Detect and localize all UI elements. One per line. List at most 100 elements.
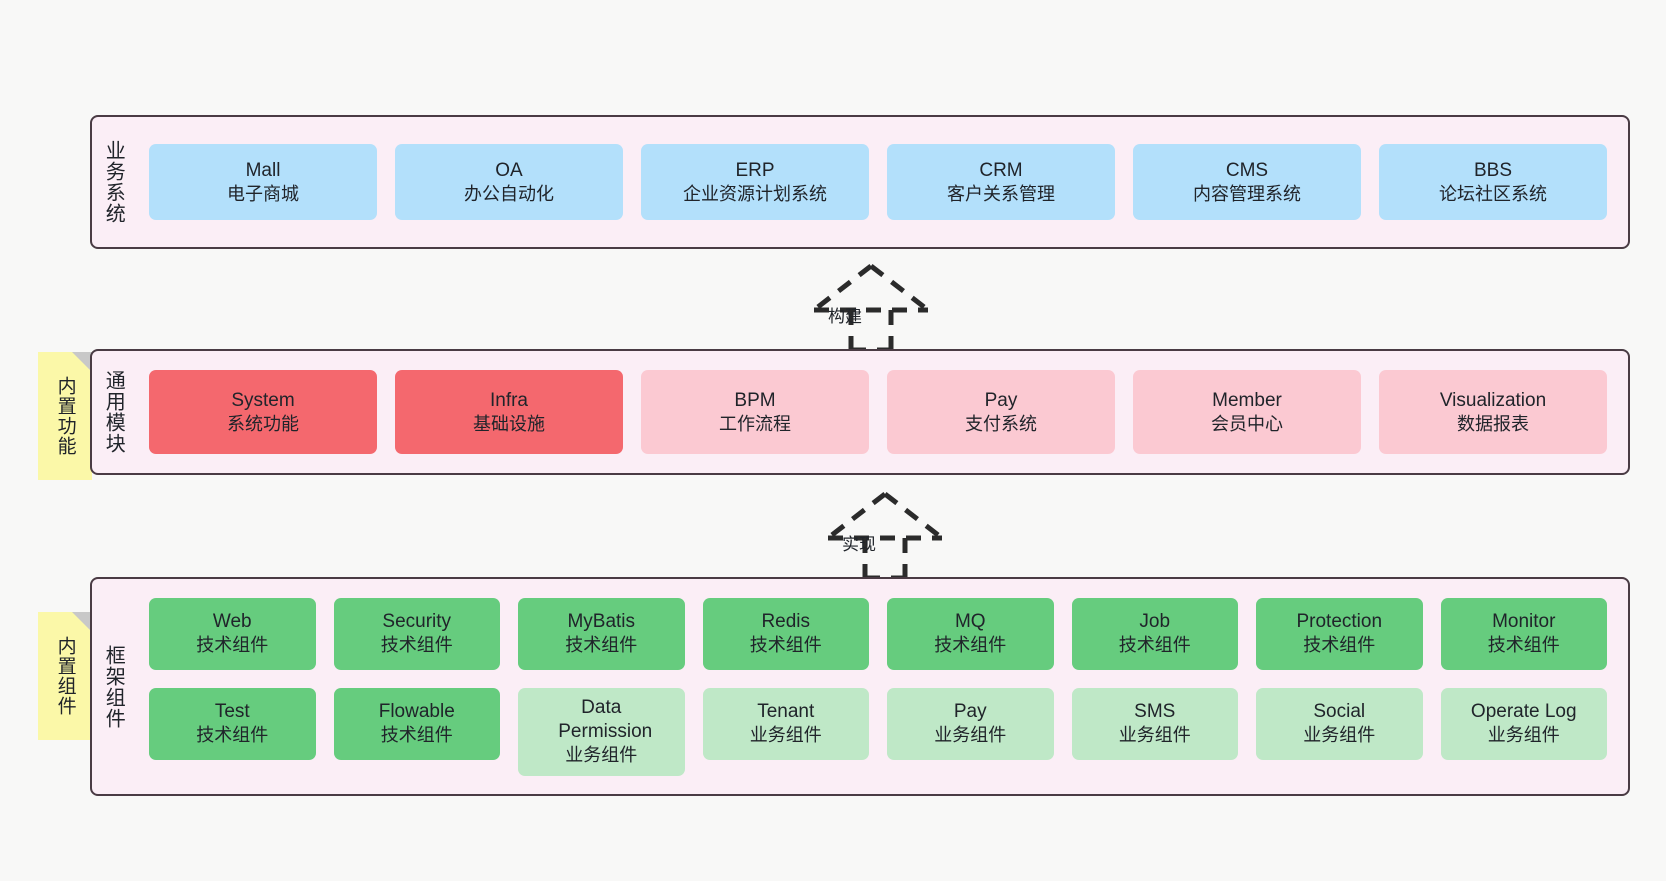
card-title: Pay — [984, 389, 1018, 411]
connector-build-label: 构建 — [828, 307, 862, 326]
card-title: SMS — [1134, 701, 1176, 723]
card-subtitle: 业务组件 — [1303, 725, 1376, 746]
card-sms[interactable]: SMS 业务组件 — [1071, 687, 1238, 760]
card-title: Pay — [953, 701, 987, 723]
card-subtitle: 电子商城 — [227, 183, 299, 204]
card-subtitle: 技术组件 — [1303, 635, 1376, 656]
card-monitor[interactable]: Monitor 技术组件 — [1440, 597, 1607, 670]
card-subtitle: 会员中心 — [1211, 413, 1283, 434]
card-subtitle: 业务组件 — [1487, 725, 1560, 746]
card-subtitle: 系统功能 — [227, 413, 299, 434]
card-mall[interactable]: Mall 电子商城 — [149, 144, 377, 220]
card-title: Mall — [245, 159, 281, 181]
card-subtitle: 工作流程 — [719, 413, 791, 434]
card-security[interactable]: Security 技术组件 — [333, 597, 500, 670]
business-cards-row: Mall 电子商城 OA 办公自动化 ERP 企业资源计划系统 CRM 客户关系… — [134, 117, 1628, 247]
card-bbs[interactable]: BBS 论坛社区系统 — [1379, 144, 1607, 220]
card-visualization[interactable]: Visualization 数据报表 — [1379, 370, 1607, 454]
card-bpm[interactable]: BPM 工作流程 — [641, 370, 869, 454]
card-title: CRM — [979, 159, 1023, 181]
card-job[interactable]: Job 技术组件 — [1071, 597, 1238, 670]
layer-title-business-systems: 业务系统 — [102, 140, 125, 224]
card-subtitle: 技术组件 — [565, 635, 638, 656]
card-title: ERP — [735, 159, 775, 181]
framework-business-row: Test 技术组件 Flowable 技术组件 Data Permission … — [140, 687, 1616, 776]
card-title: Monitor — [1492, 611, 1556, 633]
card-operate-log[interactable]: Operate Log 业务组件 — [1440, 687, 1607, 760]
card-subtitle: 业务组件 — [565, 745, 638, 766]
card-title: Social — [1313, 701, 1366, 723]
card-redis[interactable]: Redis 技术组件 — [702, 597, 869, 670]
card-title: Operate Log — [1470, 701, 1577, 723]
card-subtitle: 内容管理系统 — [1193, 183, 1301, 204]
layer-title-common-modules: 通用模块 — [102, 370, 125, 454]
card-web[interactable]: Web 技术组件 — [149, 597, 316, 670]
card-title: Security — [382, 611, 452, 633]
card-title: Test — [214, 701, 250, 723]
note-fold-corner-icon — [72, 612, 92, 632]
card-subtitle: 技术组件 — [934, 635, 1007, 656]
card-tenant[interactable]: Tenant 业务组件 — [702, 687, 869, 760]
layer-framework-components: 框架组件 Web 技术组件 Security 技术组件 MyBatis 技术组件… — [90, 577, 1630, 796]
card-mybatis[interactable]: MyBatis 技术组件 — [518, 597, 685, 670]
card-title: CMS — [1225, 159, 1269, 181]
connector-build: 构建 — [796, 262, 946, 352]
card-title: Tenant — [757, 701, 815, 723]
card-subtitle: 业务组件 — [1118, 725, 1191, 746]
card-title: Visualization — [1439, 389, 1547, 411]
card-title: Flowable — [378, 701, 455, 723]
layer-title-framework-components: 框架组件 — [102, 644, 125, 729]
card-subtitle: 技术组件 — [380, 635, 453, 656]
card-subtitle: 数据报表 — [1457, 413, 1529, 434]
card-title: Data Permission — [558, 697, 653, 743]
card-subtitle: 支付系统 — [965, 413, 1037, 434]
framework-tech-row: Web 技术组件 Security 技术组件 MyBatis 技术组件 Redi… — [140, 597, 1616, 670]
note-builtin-features: 内置功能 — [38, 352, 92, 480]
card-title: Infra — [489, 389, 529, 411]
layer-common-modules: 通用模块 System 系统功能 Infra 基础设施 BPM 工作流程 Pay… — [90, 349, 1630, 475]
card-data-permission[interactable]: Data Permission 业务组件 — [518, 687, 685, 776]
card-subtitle: 论坛社区系统 — [1439, 183, 1547, 204]
note-builtin-components: 内置组件 — [38, 612, 92, 740]
card-mq[interactable]: MQ 技术组件 — [887, 597, 1054, 670]
card-subtitle: 技术组件 — [380, 725, 453, 746]
card-subtitle: 技术组件 — [196, 635, 269, 656]
note-label: 内置组件 — [54, 636, 76, 716]
card-title: Job — [1139, 611, 1171, 633]
card-title: Redis — [761, 611, 811, 633]
connector-implement: 实现 — [810, 490, 960, 580]
framework-cards-grid: Web 技术组件 Security 技术组件 MyBatis 技术组件 Redi… — [134, 579, 1628, 794]
card-crm[interactable]: CRM 客户关系管理 — [887, 144, 1115, 220]
connector-build-glyph — [812, 264, 930, 352]
card-subtitle: 客户关系管理 — [947, 183, 1055, 204]
card-social[interactable]: Social 业务组件 — [1256, 687, 1423, 760]
card-title: Protection — [1296, 611, 1383, 633]
card-subtitle: 技术组件 — [1118, 635, 1191, 656]
card-infra[interactable]: Infra 基础设施 — [395, 370, 623, 454]
card-system[interactable]: System 系统功能 — [149, 370, 377, 454]
card-subtitle: 技术组件 — [196, 725, 269, 746]
card-pay-module[interactable]: Pay 支付系统 — [887, 370, 1115, 454]
layer-business-systems: 业务系统 Mall 电子商城 OA 办公自动化 ERP 企业资源计划系统 CRM… — [90, 115, 1630, 249]
note-label: 内置功能 — [54, 376, 76, 456]
card-pay-component[interactable]: Pay 业务组件 — [887, 687, 1054, 760]
card-title: BBS — [1473, 159, 1513, 181]
card-title: OA — [495, 159, 523, 181]
card-title: Web — [212, 611, 252, 633]
connector-implement-label: 实现 — [842, 535, 876, 554]
card-flowable[interactable]: Flowable 技术组件 — [333, 687, 500, 760]
card-subtitle: 企业资源计划系统 — [683, 183, 827, 204]
card-subtitle: 基础设施 — [473, 413, 545, 434]
note-fold-corner-icon — [72, 352, 92, 372]
card-title: MyBatis — [567, 611, 636, 633]
card-protection[interactable]: Protection 技术组件 — [1256, 597, 1423, 670]
card-subtitle: 办公自动化 — [464, 183, 554, 204]
card-title: BPM — [734, 389, 776, 411]
card-test[interactable]: Test 技术组件 — [149, 687, 316, 760]
card-erp[interactable]: ERP 企业资源计划系统 — [641, 144, 869, 220]
card-cms[interactable]: CMS 内容管理系统 — [1133, 144, 1361, 220]
card-member[interactable]: Member 会员中心 — [1133, 370, 1361, 454]
card-subtitle: 技术组件 — [1487, 635, 1560, 656]
card-oa[interactable]: OA 办公自动化 — [395, 144, 623, 220]
